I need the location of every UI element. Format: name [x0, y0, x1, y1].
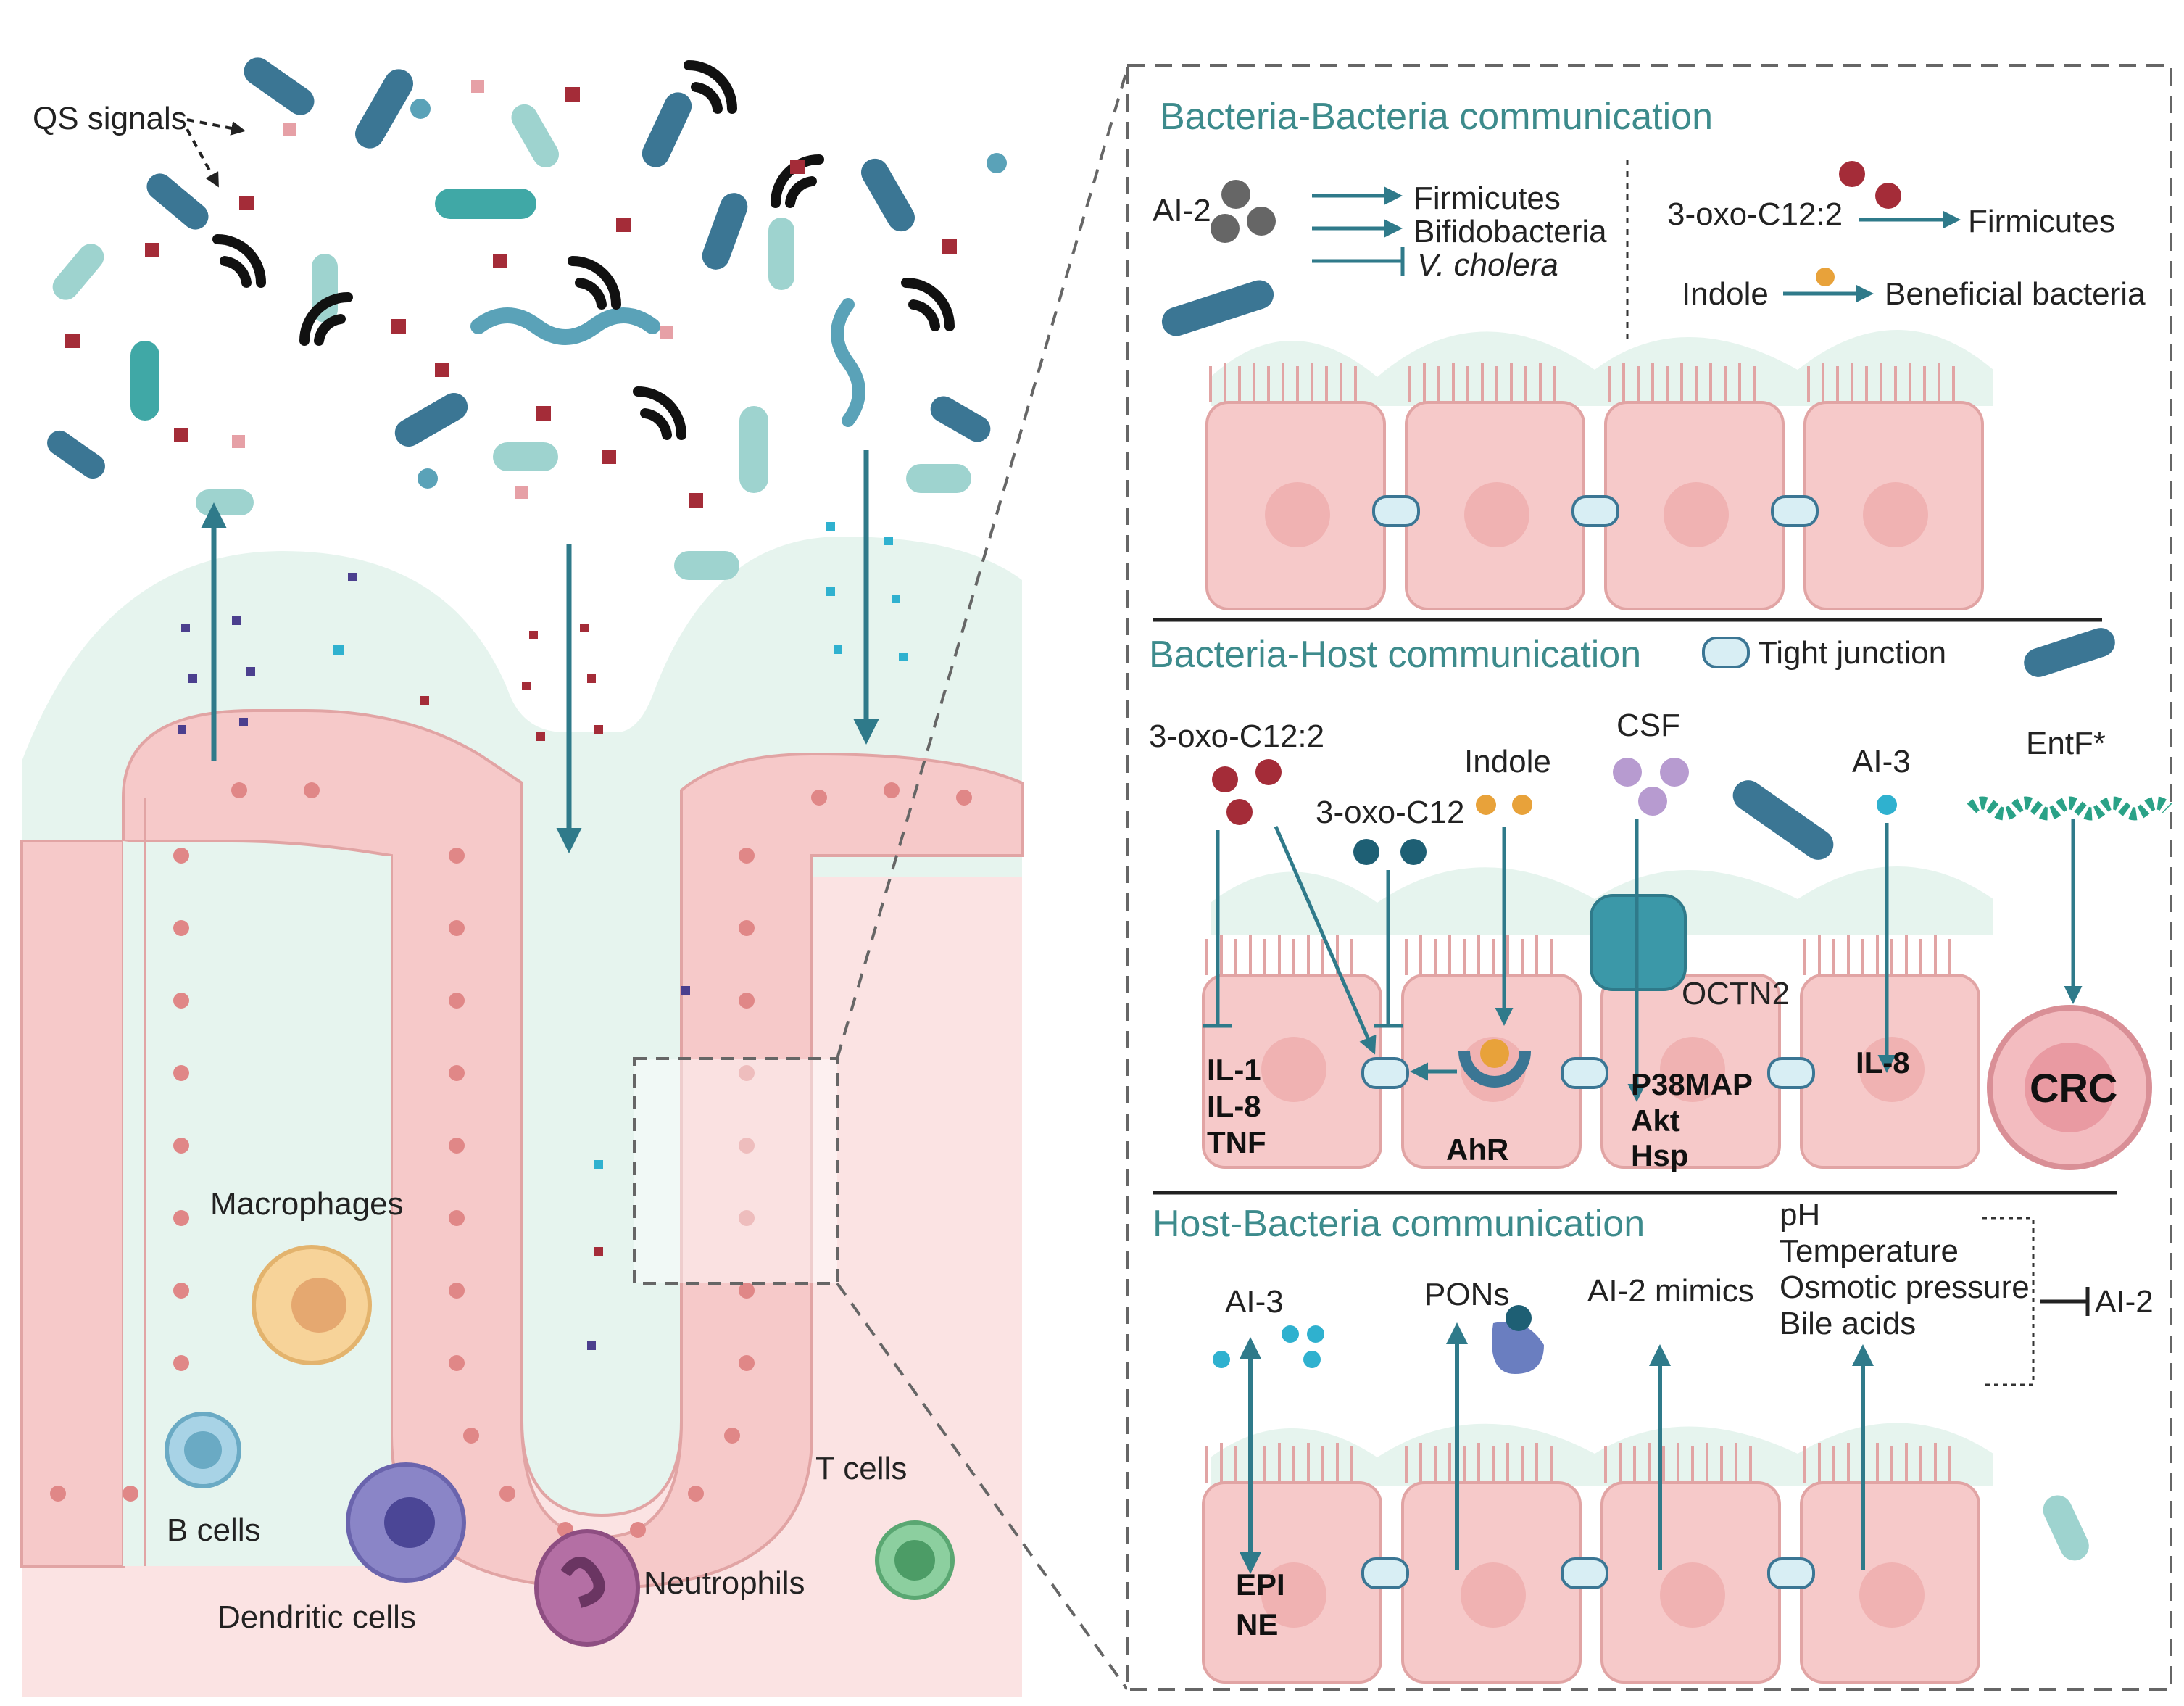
macrophage-icon — [252, 1245, 372, 1365]
indole-mol-2b — [1512, 795, 1532, 815]
octn2-label: OCTN2 — [1682, 976, 1790, 1011]
oxo-molecules-2 — [1212, 759, 1282, 825]
beneficial-label: Beneficial bacteria — [1885, 276, 2146, 312]
qs-arrow-1 — [186, 118, 246, 136]
ai2-molecules — [1211, 180, 1276, 243]
bracket-dotted — [1982, 1217, 2035, 1386]
firmicutes2-label: Firmicutes — [1968, 204, 2115, 239]
tight-junction-label: Tight junction — [1758, 635, 1946, 671]
b-cell-icon — [165, 1412, 241, 1488]
tnf-label: TNF — [1207, 1125, 1266, 1159]
tight-junction-legend-icon — [1702, 637, 1750, 668]
epi-label: EPI — [1236, 1568, 1285, 1602]
dendritic-cells-label: Dendritic cells — [217, 1599, 416, 1635]
indole-label: Indole — [1682, 276, 1769, 312]
bacteria-cluster — [47, 57, 1007, 580]
arrow-oxo-tj — [1274, 826, 1377, 1055]
osmotic-label: Osmotic pressure — [1780, 1270, 2030, 1305]
epithelial-nuclei — [50, 782, 972, 1538]
indole-mol-2a — [1476, 795, 1496, 815]
il8-label: IL-8 — [1207, 1089, 1261, 1123]
oxo-c122-label: 3-oxo-C12:2 — [1667, 196, 1843, 232]
neutrophil-icon — [534, 1529, 640, 1647]
ahr-label: AhR — [1446, 1132, 1508, 1167]
ne-label: NE — [1236, 1607, 1278, 1641]
hsp-label: Hsp — [1631, 1138, 1688, 1172]
ai3-label: AI-3 — [1852, 744, 1911, 779]
panel3-title: Host-Bacteria communication — [1153, 1203, 1645, 1245]
ai3-molecule — [1877, 795, 1897, 815]
epithelium-row-3 — [1202, 1423, 1993, 1684]
pons-enzyme-icon — [1492, 1322, 1544, 1374]
panel2-title: Bacteria-Host communication — [1149, 634, 1641, 676]
dots-right — [333, 522, 908, 1169]
entf-chain — [1967, 796, 2172, 821]
oxo-c12-mol-2 — [1400, 839, 1427, 865]
akt-label: Akt — [1631, 1103, 1680, 1138]
bile-acids-label: Bile acids — [1780, 1306, 1916, 1341]
crc-label: CRC — [2030, 1065, 2117, 1111]
qs-arrow-2 — [186, 128, 219, 188]
zoom-region — [633, 1057, 839, 1285]
dendritic-cell-icon — [346, 1462, 466, 1583]
ahr-receptor — [1458, 1051, 1531, 1088]
qs-molecules-light — [232, 80, 673, 499]
ai3-label-3: AI-3 — [1225, 1284, 1284, 1320]
oxo-c12-label: 3-oxo-C12 — [1316, 795, 1464, 830]
indole-label-2: Indole — [1464, 744, 1551, 779]
macrophages-label: Macrophages — [210, 1186, 404, 1222]
ai3-molecules-3 — [1213, 1325, 1324, 1368]
crypt-lumen — [520, 790, 683, 1517]
bifidobacteria-label: Bifidobacteria — [1413, 214, 1607, 249]
csf-label: CSF — [1616, 708, 1680, 743]
left-epithelium — [20, 840, 125, 1568]
ph-label: pH — [1780, 1197, 1820, 1233]
bacterium-icon-2 — [2024, 628, 2115, 677]
il8b-label: IL-8 — [1856, 1045, 1910, 1080]
indole-molecule — [1816, 268, 1835, 286]
t-cell-icon — [875, 1520, 955, 1600]
t-cells-label: T cells — [815, 1451, 907, 1486]
qs-molecules — [65, 87, 957, 508]
pons-label: PONs — [1424, 1277, 1509, 1312]
firmicutes-label: Firmicutes — [1413, 181, 1561, 216]
panel-host-bacteria: Host-Bacteria communication pH Temperatu… — [1153, 1197, 2154, 1684]
csf-molecules — [1613, 758, 1689, 816]
b-cells-label: B cells — [167, 1512, 261, 1548]
p38map-label: P38MAP — [1631, 1067, 1753, 1101]
entf-label: EntF* — [2026, 726, 2106, 761]
neutrophils-label: Neutrophils — [644, 1565, 805, 1601]
qs-signal-icons — [212, 60, 955, 440]
qs-signals-label: QS signals — [33, 101, 187, 136]
panel-bacteria-host: Bacteria-Host communication Tight juncti… — [1149, 628, 2172, 1172]
oxo-molecule-1 — [1839, 161, 1865, 187]
panel-bacteria-bacteria: Bacteria-Bacteria communication AI-2 Fir… — [1153, 96, 2146, 610]
crypt-epithelium — [122, 709, 1024, 1590]
ai2-mimics-label: AI-2 mimics — [1587, 1273, 1754, 1309]
dots-left — [178, 573, 690, 1350]
bacterium-icon-3 — [1732, 780, 1834, 860]
bacterium-icon-1 — [1161, 280, 1274, 336]
il1-label: IL-1 — [1207, 1053, 1261, 1087]
crypt-lumen-left — [123, 841, 391, 1566]
dots-mid — [420, 624, 603, 1256]
gut-illustration: QS signals Macrophages B cells Dendritic… — [20, 57, 1129, 1697]
temperature-label: Temperature — [1780, 1233, 1959, 1269]
ai2-label-3: AI-2 — [2095, 1284, 2154, 1320]
oxo-c12-mol-1 — [1353, 839, 1379, 865]
bacterium-icon-4 — [2043, 1495, 2089, 1561]
oxo-c122-label-2: 3-oxo-C12:2 — [1149, 719, 1324, 754]
vcholera-label: V. cholera — [1417, 247, 1558, 283]
panel1-title: Bacteria-Bacteria communication — [1160, 96, 1713, 138]
epithelium-row-1 — [1205, 330, 1993, 610]
oxo-molecule-2 — [1875, 183, 1901, 209]
ai2-label: AI-2 — [1153, 193, 1211, 228]
zoom-line-bottom — [836, 1282, 1129, 1691]
